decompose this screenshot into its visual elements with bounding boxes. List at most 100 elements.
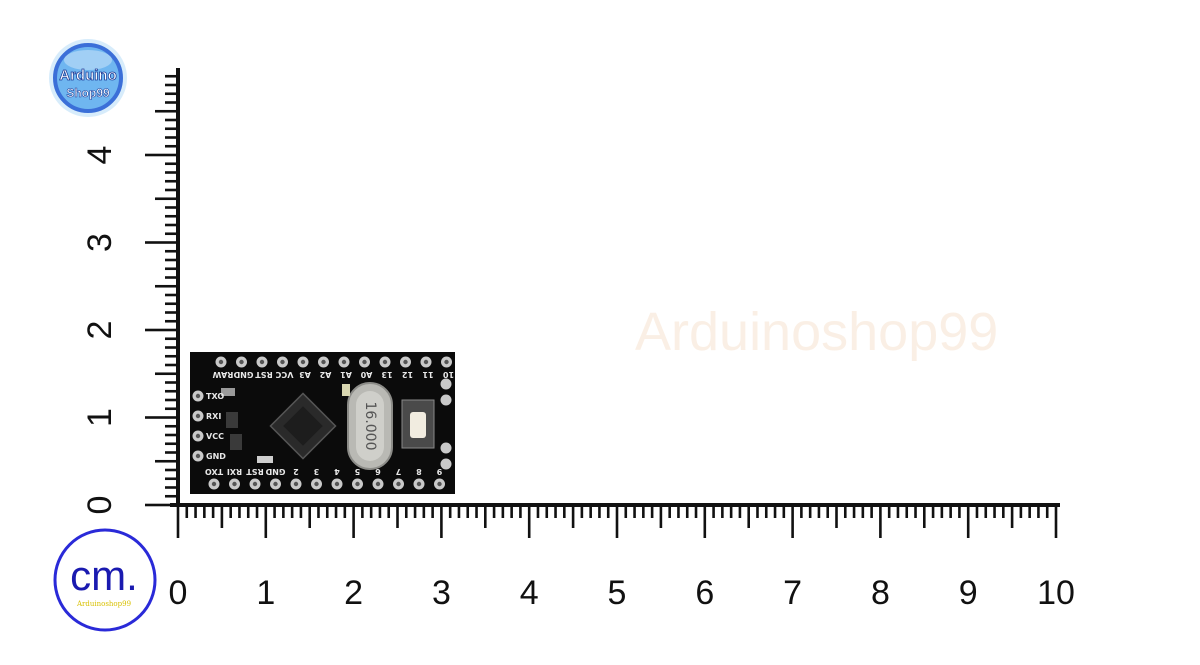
pin-label: TXO bbox=[206, 392, 224, 401]
unit-badge: cm. Arduinoshop99 bbox=[53, 528, 157, 632]
ruler-tick bbox=[457, 506, 461, 518]
ruler-tick bbox=[317, 506, 320, 518]
ruler-tick bbox=[413, 506, 417, 518]
ruler-label: 1 bbox=[256, 574, 275, 612]
ruler-tick bbox=[1028, 506, 1031, 518]
ruler-tick bbox=[826, 506, 830, 518]
ruler-tick bbox=[185, 506, 189, 518]
ruler-tick bbox=[165, 92, 177, 96]
horizontal-ruler bbox=[170, 503, 1060, 538]
ruler-tick bbox=[165, 468, 177, 472]
ruler-tick bbox=[246, 506, 250, 518]
crystal-label: 16.000 bbox=[362, 402, 378, 451]
unit-text: cm. bbox=[70, 552, 138, 599]
ruler-tick bbox=[165, 442, 177, 446]
ruler-tick bbox=[155, 372, 177, 376]
pin-label: TXO bbox=[205, 467, 223, 476]
ruler-label: 9 bbox=[959, 574, 978, 612]
vertical-ruler bbox=[145, 68, 180, 507]
ruler-tick bbox=[165, 302, 177, 306]
pin-hole bbox=[300, 359, 306, 365]
ruler-tick bbox=[165, 214, 177, 218]
ruler-tick bbox=[633, 506, 636, 518]
pin-hole bbox=[195, 413, 201, 419]
ruler-tick bbox=[703, 506, 707, 538]
ruler-tick bbox=[650, 506, 654, 518]
ruler-tick bbox=[352, 506, 355, 538]
ruler-tick bbox=[176, 506, 180, 538]
pin-hole bbox=[437, 481, 442, 487]
ruler-tick bbox=[721, 506, 724, 518]
ruler-label: 8 bbox=[871, 574, 890, 612]
pin-label: A1 bbox=[340, 370, 352, 379]
ruler-tick bbox=[165, 249, 177, 253]
ruler-label: 4 bbox=[520, 574, 539, 612]
ruler-tick bbox=[155, 284, 177, 288]
ruler-tick bbox=[145, 241, 177, 244]
ruler-tick bbox=[165, 223, 177, 227]
ruler-tick bbox=[334, 506, 338, 518]
ruler-tick bbox=[165, 346, 177, 349]
ruler-tick bbox=[519, 506, 522, 518]
pin-label: GND bbox=[265, 467, 285, 476]
ruler-tick bbox=[155, 109, 177, 113]
pin-hole bbox=[403, 359, 408, 365]
ruler-tick bbox=[165, 179, 177, 183]
ruler-tick bbox=[165, 188, 177, 192]
ruler-tick bbox=[466, 506, 470, 518]
pin-label: 12 bbox=[402, 370, 413, 379]
pin-hole bbox=[382, 359, 388, 365]
pin-hole bbox=[195, 393, 201, 399]
ruler-label: 2 bbox=[344, 574, 363, 612]
ruler-tick bbox=[624, 506, 628, 518]
pin-hole bbox=[195, 453, 201, 459]
ruler-tick bbox=[165, 171, 177, 174]
ruler-tick bbox=[861, 506, 865, 518]
ruler-tick bbox=[905, 506, 909, 518]
ruler-tick bbox=[571, 506, 575, 528]
ruler-tick bbox=[165, 381, 177, 384]
ruler-tick bbox=[563, 506, 566, 518]
ruler-tick bbox=[1010, 506, 1014, 528]
pin-hole bbox=[321, 359, 326, 365]
ruler-tick bbox=[642, 506, 645, 518]
ruler-tick bbox=[685, 506, 689, 518]
ruler-label: 7 bbox=[783, 574, 802, 612]
ruler-tick bbox=[1054, 506, 1058, 538]
pin-label: 10 bbox=[443, 370, 455, 379]
ruler-tick bbox=[475, 506, 478, 518]
ruler-tick bbox=[155, 197, 177, 201]
ruler-tick bbox=[165, 232, 177, 236]
ruler-tick bbox=[694, 506, 698, 518]
pin-label: 6 bbox=[375, 467, 381, 476]
ruler-tick bbox=[165, 337, 177, 341]
ruler-tick bbox=[940, 506, 944, 518]
ruler-tick bbox=[165, 127, 177, 131]
pin-pad bbox=[440, 442, 452, 454]
ruler-tick bbox=[145, 503, 177, 507]
ruler-tick bbox=[923, 506, 926, 528]
pin-pad bbox=[440, 378, 452, 390]
ruler-tick bbox=[712, 506, 715, 518]
ruler-tick bbox=[492, 506, 496, 518]
pin-label: 4 bbox=[334, 467, 340, 476]
ruler-tick bbox=[1045, 506, 1049, 518]
ruler-tick bbox=[308, 506, 311, 528]
pin-hole bbox=[218, 359, 224, 365]
ruler-tick bbox=[527, 506, 531, 538]
ruler-tick bbox=[756, 506, 759, 518]
ruler-tick bbox=[165, 101, 177, 104]
ruler-label: 4 bbox=[81, 146, 119, 165]
pin-label: RST bbox=[255, 370, 273, 379]
pin-label: RXI bbox=[206, 412, 221, 421]
unit-subtext: Arduinoshop99 bbox=[76, 600, 131, 608]
ruler-tick bbox=[238, 506, 241, 518]
ruler-tick bbox=[282, 506, 285, 518]
ruler-tick bbox=[887, 506, 891, 518]
ruler-tick bbox=[325, 506, 329, 518]
vertical-ruler-spine bbox=[176, 68, 180, 506]
pin-label: VCC bbox=[275, 370, 293, 379]
